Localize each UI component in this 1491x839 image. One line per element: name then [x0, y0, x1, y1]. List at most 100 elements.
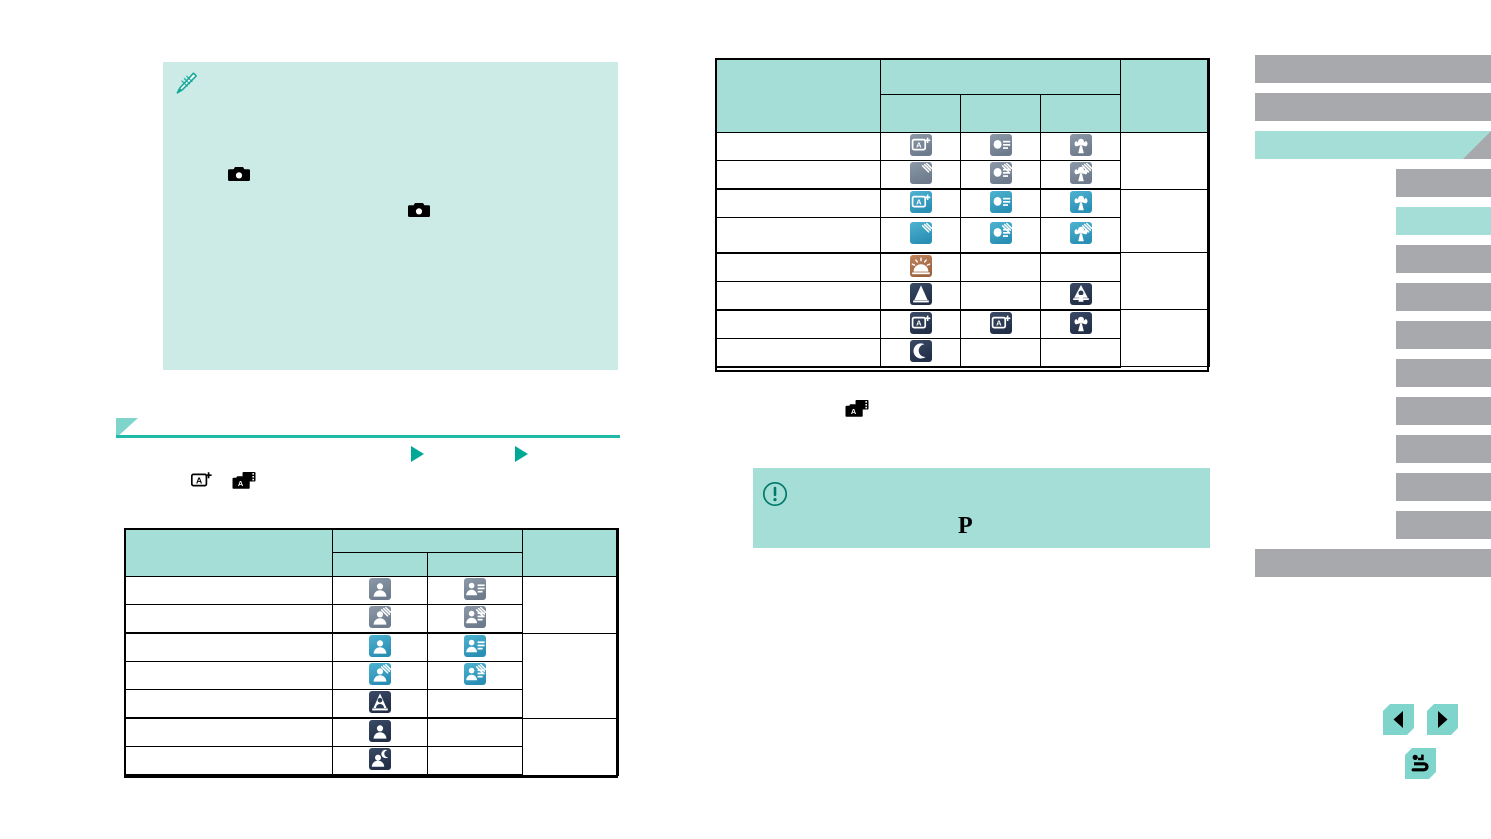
- table-cell-icon: A: [880, 309, 961, 339]
- closeup-blue-icon: [989, 191, 1013, 217]
- table-cell-icon: [960, 252, 1041, 282]
- table-header-sub-cell: [1039, 94, 1122, 133]
- sidebar-item-6[interactable]: [1396, 283, 1491, 311]
- table-row-label: [124, 576, 333, 605]
- table-header-group-cell: [332, 528, 523, 553]
- camera-icon: [408, 202, 430, 218]
- portrait-blue-icon: [368, 635, 392, 661]
- table-cell-icon: [960, 160, 1041, 190]
- sidebar-item-9[interactable]: [1396, 397, 1491, 425]
- table-cell-icon: A: [960, 309, 1041, 339]
- portrait-gray-icon: [368, 578, 392, 604]
- sidebar-item-13[interactable]: [1255, 549, 1491, 577]
- table-header-sub-cell: [427, 552, 523, 577]
- table-row-label: [715, 280, 881, 311]
- sidebar-item-12[interactable]: [1396, 511, 1491, 539]
- table-cell-icon: [960, 132, 1041, 161]
- table-header-group-cell: [879, 58, 1122, 95]
- shooting-mode-table-left: [124, 528, 619, 776]
- table-cell-icon: [1039, 160, 1122, 190]
- table-row-label: [715, 160, 881, 190]
- table-row: [715, 160, 1210, 190]
- svg-text:A: A: [996, 318, 1002, 327]
- section-heading-rule: [116, 418, 620, 438]
- exclamation-circle-icon: [762, 481, 788, 507]
- previous-page-icon[interactable]: [1383, 704, 1414, 735]
- sidebar-toc: [1255, 55, 1491, 615]
- table-cell-icon: [332, 717, 428, 747]
- table-row: [124, 632, 619, 719]
- table-cell-icon: [332, 746, 428, 776]
- portrait-moving-blue-icon: [368, 663, 392, 689]
- table-cell-icon: [427, 632, 523, 662]
- svg-text:A: A: [196, 475, 202, 485]
- sidebar-item-0[interactable]: [1255, 55, 1491, 83]
- table-cell-icon: [427, 576, 523, 605]
- table-row: [715, 217, 1210, 254]
- table-row-note: [1120, 188, 1211, 253]
- table-cell-icon: [427, 604, 523, 634]
- table-row: [124, 689, 619, 719]
- sidebar-item-3[interactable]: [1396, 169, 1491, 197]
- table-row-note: [1120, 132, 1211, 190]
- hybrid-auto-icon: A: [845, 399, 870, 423]
- sidebar-item-7[interactable]: [1396, 321, 1491, 349]
- hybrid-auto-icon: A: [232, 471, 257, 495]
- table-header-label-cell: [124, 528, 333, 577]
- sidebar-item-8[interactable]: [1396, 359, 1491, 387]
- sidebar-item-2[interactable]: [1255, 131, 1491, 159]
- portrait-detail-moving-blue-icon: [463, 663, 487, 689]
- table-row-label: [124, 661, 333, 690]
- table-row-label: [715, 337, 881, 368]
- closeup-moving-blue-icon: [989, 222, 1013, 248]
- sidebar-item-10[interactable]: [1396, 435, 1491, 463]
- table-cell-icon: [427, 717, 523, 747]
- next-page-icon[interactable]: [1427, 704, 1458, 735]
- table-row-label: [715, 188, 881, 218]
- table-header-sub-cell: [880, 94, 961, 133]
- sidebar-item-4[interactable]: [1396, 207, 1491, 235]
- auto-plus-navy-icon: A: [909, 311, 933, 338]
- table-row-label: [715, 252, 881, 282]
- portrait-detail-moving-gray-icon: [463, 606, 487, 632]
- table-row-label: [124, 632, 333, 662]
- sunset-brown-icon: [909, 254, 933, 281]
- table-row: [124, 576, 619, 634]
- auto-plus-gray-icon: A: [909, 134, 933, 160]
- table-cell-icon: [880, 217, 961, 254]
- play-triangle-icon: [411, 446, 424, 462]
- table-header-label-cell: [715, 58, 881, 133]
- sidebar-item-1[interactable]: [1255, 93, 1491, 121]
- spotlight-macro-navy-icon: [1069, 282, 1093, 309]
- macro-moving-gray-icon: [1069, 162, 1093, 188]
- table-cell-icon: [427, 746, 523, 776]
- section-corner-wedge: [116, 418, 138, 438]
- table-row-note: [522, 632, 619, 719]
- back-home-icon[interactable]: [1405, 748, 1436, 779]
- table-row-label: [715, 132, 881, 161]
- table-row: [124, 746, 619, 776]
- table-cell-icon: [1039, 337, 1122, 368]
- svg-text:A: A: [851, 407, 857, 416]
- svg-text:A: A: [916, 318, 922, 327]
- sidebar-item-5[interactable]: [1396, 245, 1491, 273]
- camera-icon: [228, 166, 250, 182]
- closeup-moving-gray-icon: [989, 162, 1013, 188]
- table-header-note-cell: [522, 528, 619, 577]
- spotlight-portrait-navy-icon: [368, 691, 392, 717]
- table-row-label: [715, 217, 881, 254]
- table-cell-icon: [880, 337, 961, 368]
- table-cell-icon: [960, 337, 1041, 368]
- macro-blue-icon: [1069, 191, 1093, 217]
- pencil-note-icon: [171, 70, 199, 98]
- play-triangle-icon: [515, 446, 528, 462]
- macro-moving-blue-icon: [1069, 222, 1093, 248]
- table-cell-icon: [1039, 309, 1122, 339]
- table-header-row-1: [715, 58, 1211, 133]
- table-cell-icon: [427, 689, 523, 719]
- spotlight-navy-icon: [909, 282, 933, 309]
- table-cell-icon: [880, 252, 961, 282]
- sidebar-item-11[interactable]: [1396, 473, 1491, 501]
- table-row: [715, 337, 1210, 368]
